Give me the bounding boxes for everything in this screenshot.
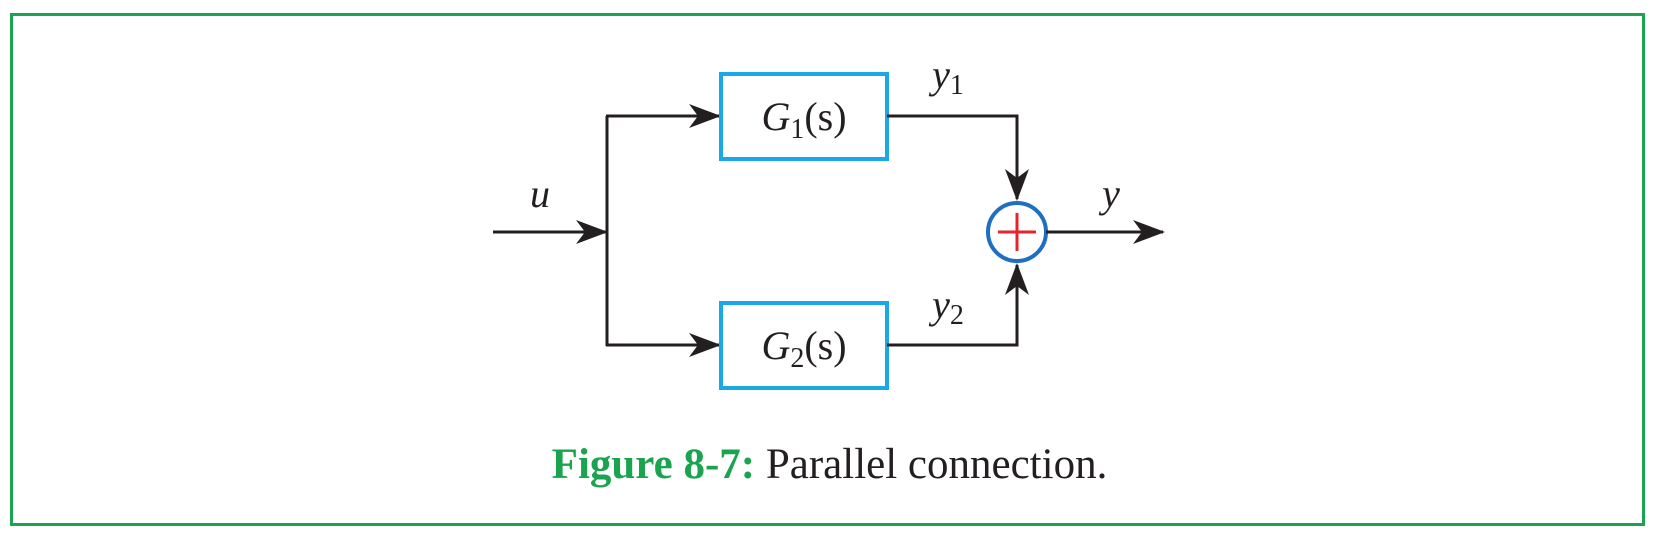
figure-caption: Figure 8-7: Parallel connection. [0,440,1659,489]
signal-label-y2: y2 [928,282,964,331]
block-g1 [719,72,889,161]
figure-frame [10,13,1645,526]
block-g2 [719,301,889,390]
y2-line [887,263,1029,347]
input-label-u: u [530,171,550,216]
output-label-y: y [1098,171,1120,216]
signal-label-y1: y1 [928,52,964,101]
block-g1-label: G1(s) [761,94,846,145]
block-g2-label: G2(s) [761,323,846,374]
y1-line [887,114,1029,201]
caption-label: Figure 8-7: [551,441,756,488]
caption-text: Parallel connection. [765,441,1108,488]
